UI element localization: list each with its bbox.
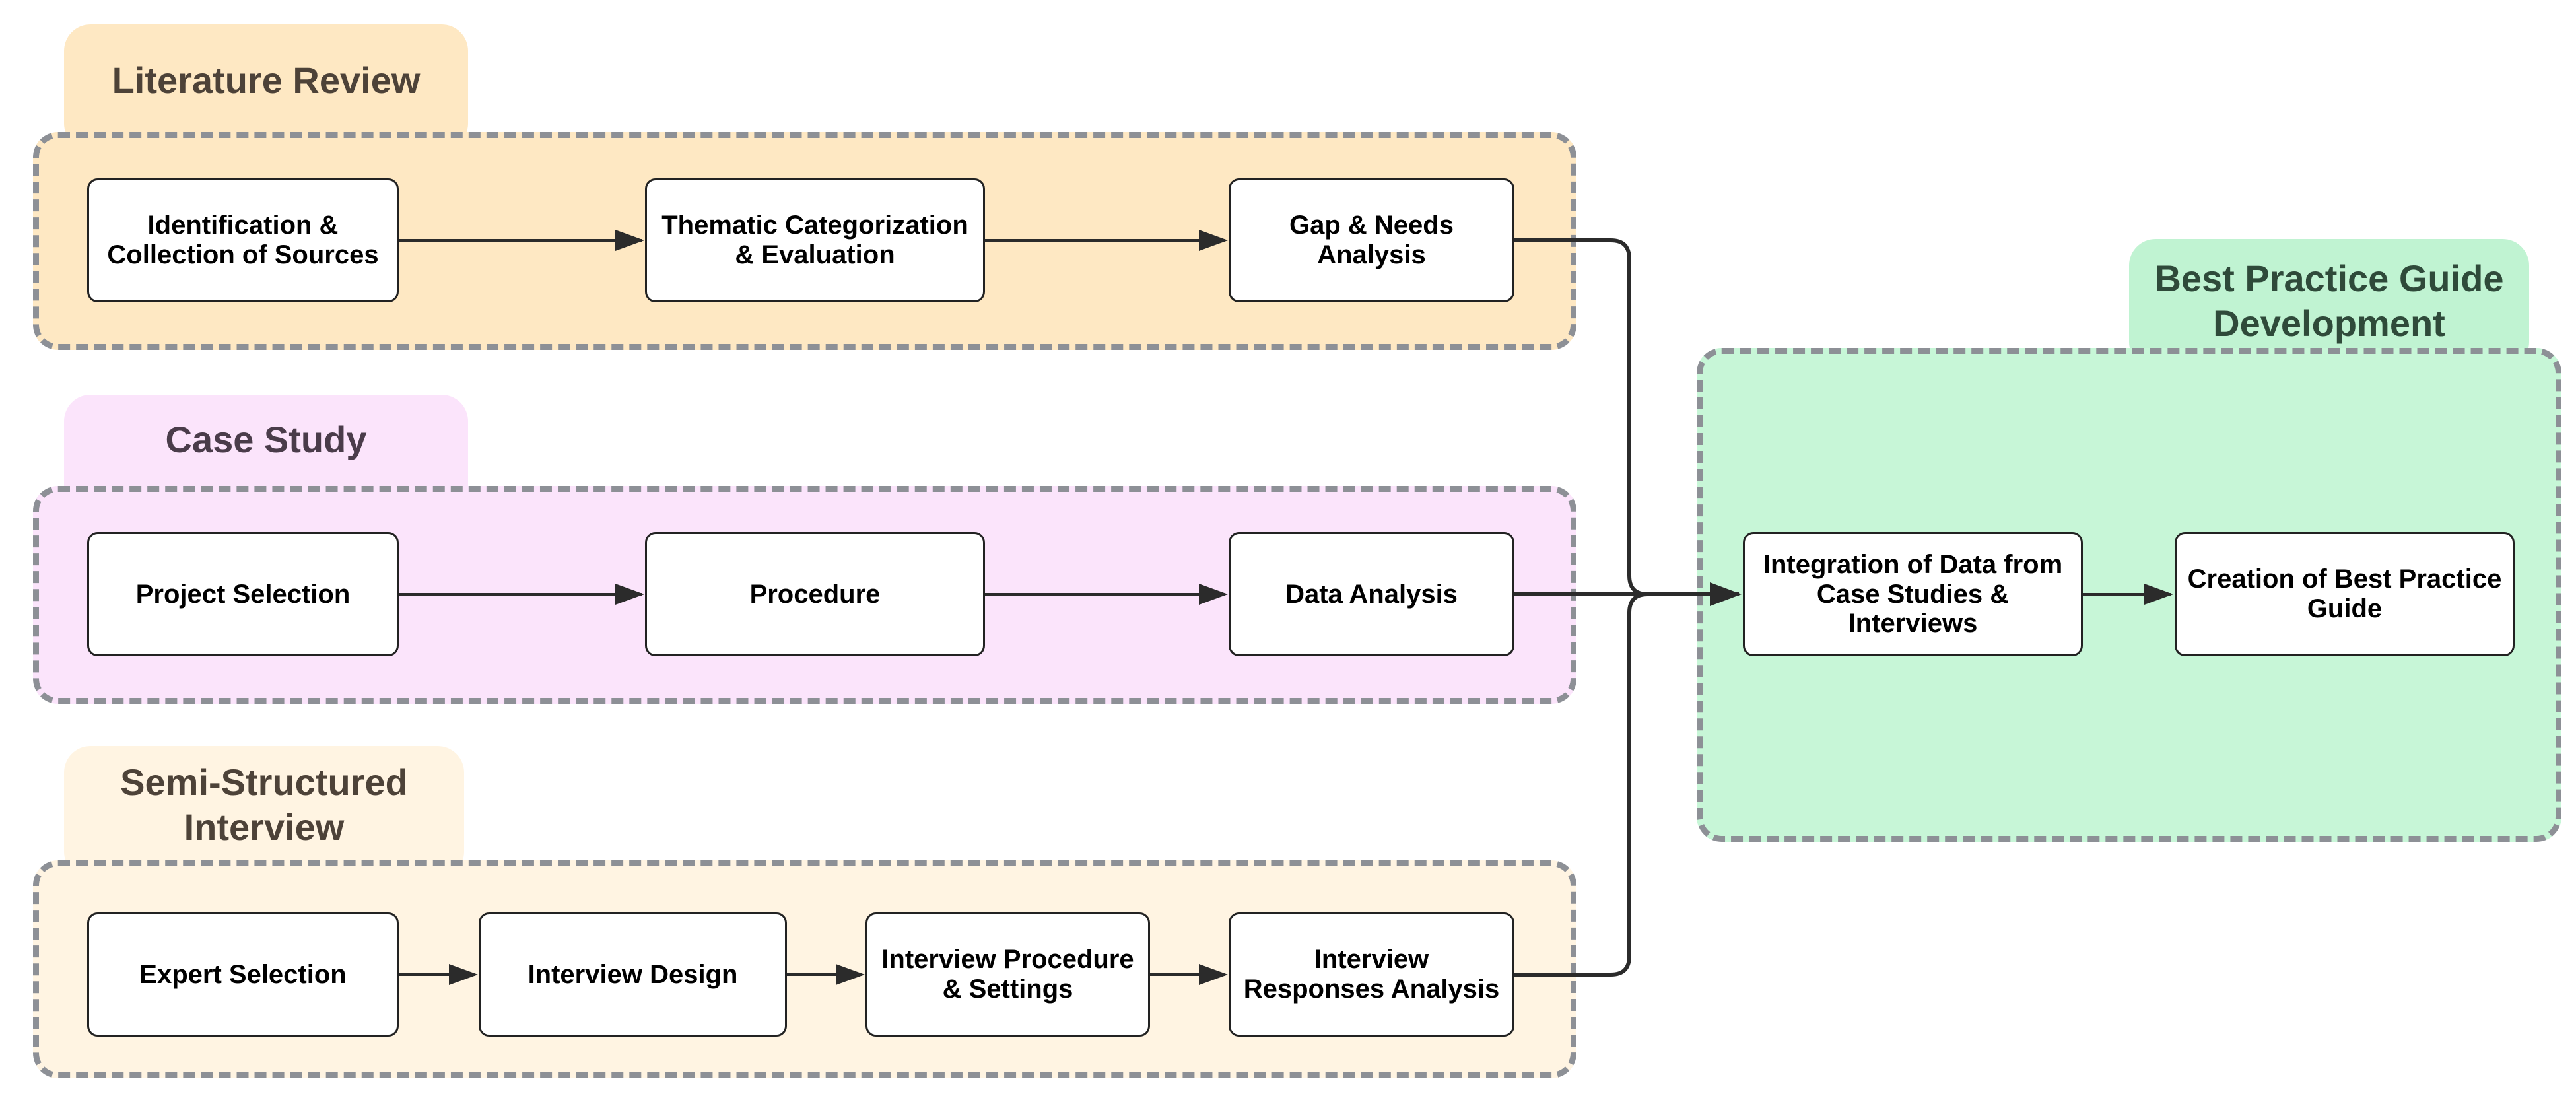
- node-project-selection[interactable]: Project Selection: [87, 532, 399, 656]
- node-integration-of-data[interactable]: Integration of Data from Case Studies & …: [1743, 532, 2083, 656]
- node-creation-best-practice-guide[interactable]: Creation of Best Practice Guide: [2175, 532, 2515, 656]
- node-expert-selection[interactable]: Expert Selection: [87, 912, 399, 1037]
- node-interview-design[interactable]: Interview Design: [479, 912, 787, 1037]
- node-thematic-categorization[interactable]: Thematic Categorization & Evaluation: [645, 178, 985, 302]
- node-interview-procedure[interactable]: Interview Procedure & Settings: [865, 912, 1150, 1037]
- node-procedure[interactable]: Procedure: [645, 532, 985, 656]
- best-practice-label: Best Practice Guide Development: [2129, 239, 2529, 368]
- interview-label: Semi-Structured Interview: [64, 746, 464, 878]
- node-identification-collection[interactable]: Identification & Collection of Sources: [87, 178, 399, 302]
- literature-review-label: Literature Review: [64, 24, 468, 150]
- node-gap-needs-analysis[interactable]: Gap & Needs Analysis: [1229, 178, 1514, 302]
- node-interview-responses-analysis[interactable]: Interview Responses Analysis: [1229, 912, 1514, 1037]
- node-data-analysis[interactable]: Data Analysis: [1229, 532, 1514, 656]
